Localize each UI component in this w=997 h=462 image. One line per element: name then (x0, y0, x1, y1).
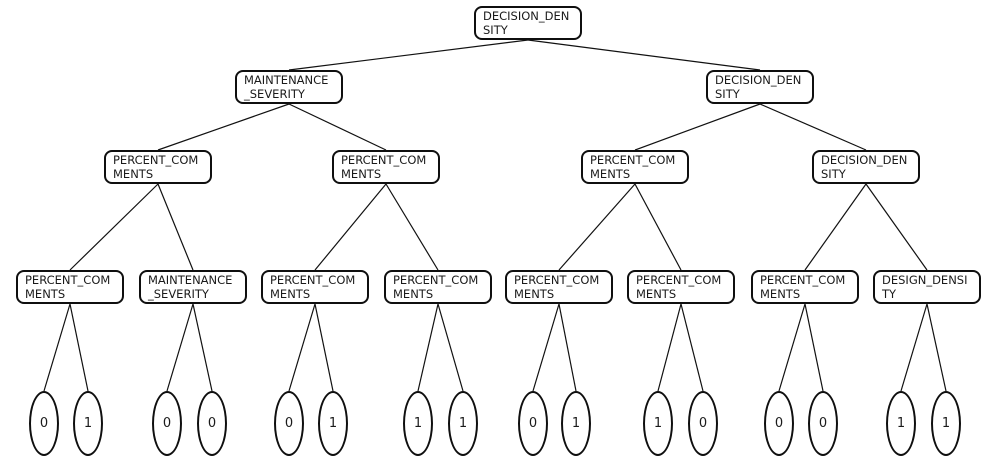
tree-edge (314, 183, 387, 271)
tree-node-root: DECISION_DENSITY (474, 6, 582, 40)
tree-node-l4-6: PERCENT_COMMENTS (751, 270, 859, 304)
tree-node-l4-0: PERCENT_COMMENTS (16, 270, 124, 304)
tree-node-l3-0: PERCENT_COMMENTS (104, 150, 212, 184)
tree-leaf: 1 (318, 391, 348, 456)
tree-leaf: 0 (197, 391, 227, 456)
tree-leaf: 1 (448, 391, 478, 456)
tree-edge (759, 103, 867, 151)
tree-node-l4-4: PERCENT_COMMENTS (505, 270, 613, 304)
tree-edge (634, 103, 761, 151)
tree-edge (926, 303, 947, 392)
tree-edge (778, 303, 806, 392)
tree-edge (288, 39, 529, 71)
tree-edge (417, 303, 439, 392)
tree-leaf: 0 (808, 391, 838, 456)
tree-leaf: 0 (764, 391, 794, 456)
tree-edge (680, 303, 704, 392)
tree-edge (69, 303, 89, 392)
tree-edge (558, 303, 577, 392)
tree-leaf: 1 (403, 391, 433, 456)
tree-edge (43, 303, 71, 392)
tree-leaf: 1 (886, 391, 916, 456)
tree-edge (288, 303, 316, 392)
tree-node-l4-1: MAINTENANCE_SEVERITY (139, 270, 247, 304)
tree-edge (657, 303, 682, 392)
tree-node-l4-7: DESIGN_DENSITY (873, 270, 981, 304)
tree-node-l2-1: DECISION_DENSITY (706, 70, 814, 104)
tree-edge (558, 183, 636, 271)
tree-leaf: 0 (29, 391, 59, 456)
tree-edge (192, 303, 213, 392)
tree-leaf: 0 (152, 391, 182, 456)
tree-edge (157, 103, 290, 151)
tree-leaf: 0 (518, 391, 548, 456)
tree-leaf: 1 (931, 391, 961, 456)
tree-edge (804, 183, 867, 271)
tree-edge (865, 183, 928, 271)
tree-edge (900, 303, 928, 392)
tree-edge (634, 183, 682, 271)
tree-node-l4-2: PERCENT_COMMENTS (261, 270, 369, 304)
tree-edge (314, 303, 334, 392)
tree-edge (157, 183, 194, 271)
tree-node-l3-1: PERCENT_COMMENTS (332, 150, 440, 184)
tree-leaf: 0 (688, 391, 718, 456)
tree-edge (437, 303, 464, 392)
tree-node-l3-2: PERCENT_COMMENTS (581, 150, 689, 184)
tree-leaf: 1 (643, 391, 673, 456)
tree-edge (288, 103, 387, 151)
tree-edge (385, 183, 439, 271)
tree-leaf: 1 (561, 391, 591, 456)
tree-node-l4-5: PERCENT_COMMENTS (627, 270, 735, 304)
tree-edge (527, 39, 761, 71)
tree-leaf: 1 (73, 391, 103, 456)
tree-node-l2-0: MAINTENANCE_SEVERITY (235, 70, 343, 104)
tree-node-l3-3: DECISION_DENSITY (812, 150, 920, 184)
tree-edge (532, 303, 560, 392)
tree-edge (69, 183, 159, 271)
tree-edge (166, 303, 194, 392)
tree-node-l4-3: PERCENT_COMMENTS (384, 270, 492, 304)
tree-edge (804, 303, 824, 392)
tree-leaf: 0 (274, 391, 304, 456)
